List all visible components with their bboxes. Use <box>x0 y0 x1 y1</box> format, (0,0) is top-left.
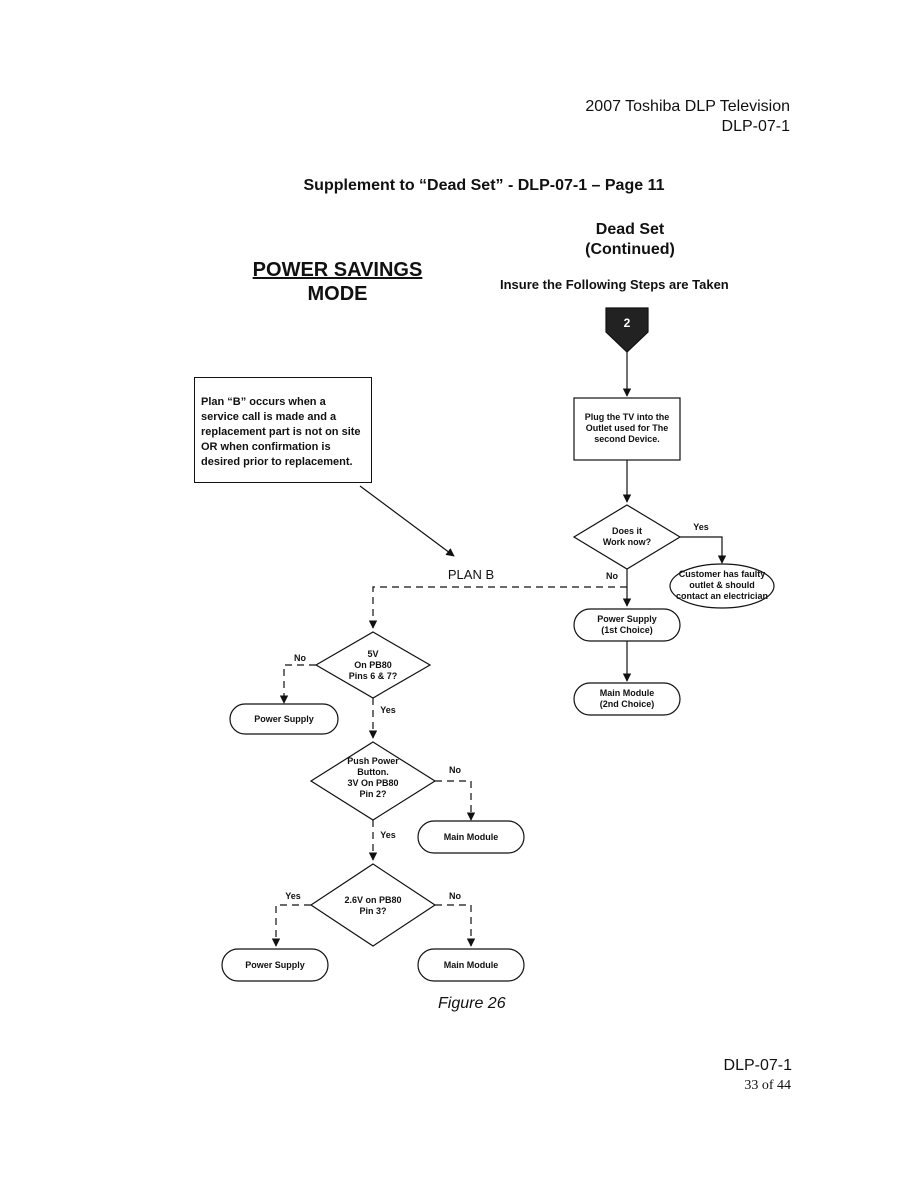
document-title: 2007 Toshiba DLP Television <box>585 98 790 115</box>
instruction-text: Insure the Following Steps are Taken <box>500 277 729 292</box>
main-module-label-2: Main Module <box>444 960 499 970</box>
start-marker-shape <box>605 307 649 353</box>
26v-yes-label: Yes <box>285 891 301 901</box>
main-module-second-line1: Main Module <box>600 688 655 698</box>
main-module-box-1 <box>417 820 525 854</box>
customer-outlet-line3: contact an electrician <box>676 591 768 601</box>
section-title-line1: Dead Set <box>595 221 665 238</box>
supplement-title: Supplement to “Dead Set” - DLP-07-1 – Pa… <box>303 177 665 194</box>
page-number: 33 of 44 <box>744 1078 791 1093</box>
main-module-label-1: Main Module <box>444 832 499 842</box>
power-supply-label-2: Power Supply <box>245 960 305 970</box>
decision-5v-line2: On PB80 <box>354 660 392 670</box>
main-module-second-line2: (2nd Choice) <box>600 699 655 709</box>
plug-step-line2: Outlet used for The <box>586 423 669 433</box>
main-module-second-box <box>573 682 681 716</box>
power-supply-first-line1: Power Supply <box>597 614 657 624</box>
26v-no-label: No <box>449 891 461 901</box>
decision-26v-line1: 2.6V on PB80 <box>344 895 401 905</box>
decision-26v-diamond <box>309 863 437 947</box>
decision-push-line3: 3V On PB80 <box>347 778 398 788</box>
power-supply-box-1 <box>229 703 339 735</box>
decision-works-line1: Does it <box>612 526 642 536</box>
power-supply-label-1: Power Supply <box>254 714 314 724</box>
decision-works-line2: Work now? <box>603 537 651 547</box>
5v-no-label: No <box>294 653 306 663</box>
plug-step-box <box>573 397 681 461</box>
decision-push-line2: Button. <box>357 767 389 777</box>
side-title: POWER SAVINGS MODE <box>230 258 445 306</box>
push-no-label: No <box>449 765 461 775</box>
works-yes-label: Yes <box>693 522 709 532</box>
power-supply-first-line2: (1st Choice) <box>601 625 653 635</box>
works-no-label: No <box>606 571 618 581</box>
power-supply-box-2 <box>221 948 329 982</box>
plan-b-label: PLAN B <box>448 567 494 582</box>
decision-5v-line1: 5V <box>367 649 378 659</box>
side-title-line2: MODE <box>307 283 368 305</box>
decision-push-line1: Push Power <box>347 756 399 766</box>
document-code: DLP-07-1 <box>721 118 790 135</box>
plug-step-line3: second Device. <box>594 434 660 444</box>
start-marker-label: 2 <box>624 316 631 330</box>
main-module-box-2 <box>417 948 525 982</box>
customer-outlet-line2: outlet & should <box>689 580 755 590</box>
decision-push-line4: Pin 2? <box>359 789 386 799</box>
decision-26v-line2: Pin 3? <box>359 906 386 916</box>
plan-b-note: Plan “B” occurs when a service call is m… <box>194 377 372 483</box>
5v-yes-label: Yes <box>380 705 396 715</box>
plug-step-line1: Plug the TV into the <box>585 412 670 422</box>
side-title-line1: POWER SAVINGS <box>252 259 423 281</box>
push-yes-label: Yes <box>380 830 396 840</box>
footer-code: DLP-07-1 <box>723 1057 792 1074</box>
figure-caption: Figure 26 <box>438 995 506 1012</box>
customer-outlet-line1: Customer has faulty <box>679 569 766 579</box>
customer-outlet-ellipse <box>669 563 775 609</box>
decision-5v-line3: Pins 6 & 7? <box>349 671 398 681</box>
section-title-line2: (Continued) <box>585 241 675 258</box>
section-title: Dead Set (Continued) <box>560 220 700 260</box>
